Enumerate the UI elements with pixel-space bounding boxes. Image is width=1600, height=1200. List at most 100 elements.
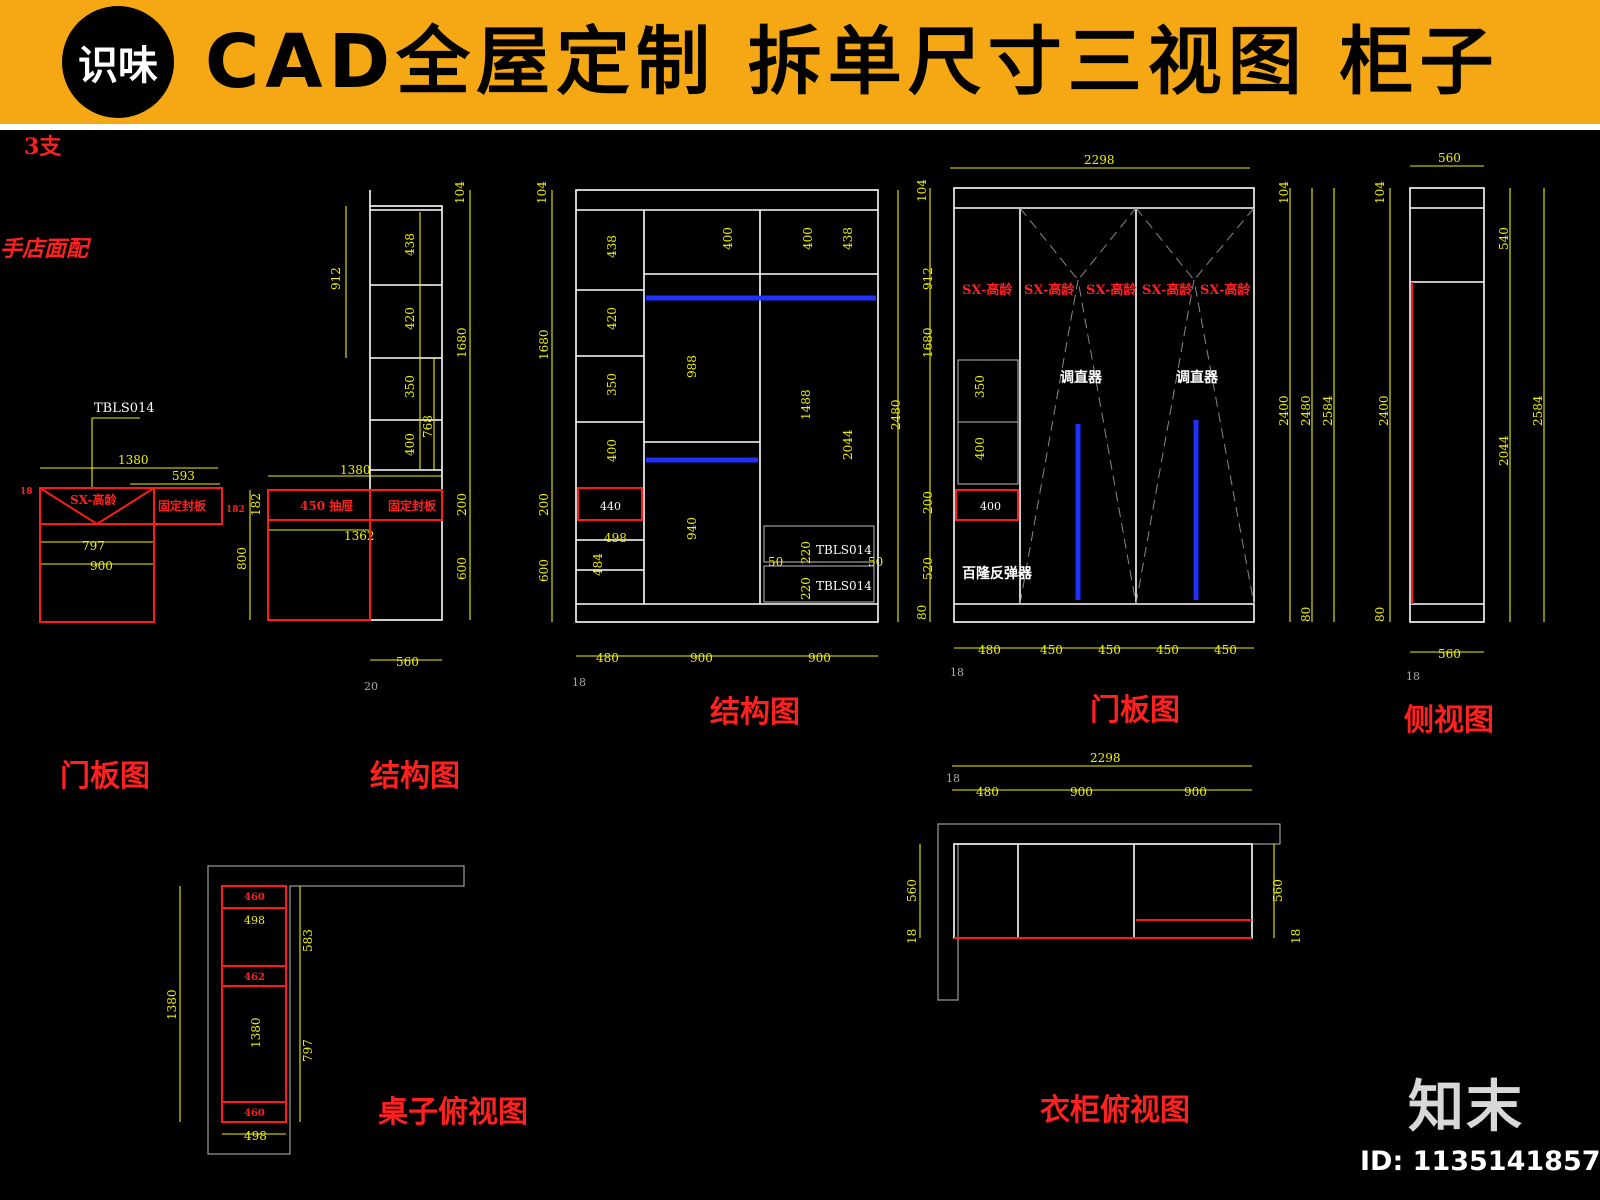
cad-drawing-canvas: .w { fill:none; stroke:#ffffff; stroke-w… bbox=[0, 134, 1545, 1155]
dim-18e: 18 bbox=[946, 772, 960, 785]
sx-label-3: SX-高龄 bbox=[1086, 282, 1137, 298]
title-banner bbox=[0, 0, 1600, 124]
dim-350c: 350 bbox=[973, 375, 987, 398]
dim-2298b: 2298 bbox=[1090, 751, 1121, 765]
desk-door-view: TBLS014 1380 593 SX-高龄 固定封板 18 182 797 9… bbox=[20, 401, 245, 623]
dim-560b: 560 bbox=[1438, 151, 1461, 165]
dim-1680a: 1680 bbox=[455, 327, 469, 358]
dim-438a: 438 bbox=[403, 233, 417, 256]
dim-1380c: 1380 bbox=[249, 1017, 263, 1048]
dim-80b: 80 bbox=[1299, 607, 1313, 622]
dim-1362: 1362 bbox=[344, 529, 375, 543]
dim-462: 462 bbox=[244, 972, 265, 983]
banner-divider bbox=[0, 124, 1600, 130]
dim-2480b: 2480 bbox=[1299, 395, 1313, 426]
dim-104b: 104 bbox=[535, 181, 549, 204]
dim-420a: 420 bbox=[403, 307, 417, 330]
dim-480a: 480 bbox=[596, 651, 619, 665]
dim-768: 768 bbox=[421, 415, 435, 438]
dim-220a: 220 bbox=[799, 541, 813, 564]
dim-80a: 80 bbox=[915, 605, 929, 620]
dim-600a: 600 bbox=[455, 557, 469, 580]
dim-480b: 480 bbox=[978, 643, 1001, 657]
dim-2298a: 2298 bbox=[1084, 153, 1115, 167]
desk-structure-view: 912 438 420 350 400 768 104 1680 200 600… bbox=[235, 181, 471, 693]
shop-note-label: 手店面配 bbox=[0, 236, 92, 262]
dim-797a: 797 bbox=[82, 539, 105, 553]
sx-label-desk: SX-高龄 bbox=[70, 492, 118, 507]
dim-450d: 450 bbox=[1214, 643, 1237, 657]
dim-200c: 200 bbox=[921, 491, 935, 514]
dim-912b: 912 bbox=[921, 267, 935, 290]
dim-498a: 498 bbox=[604, 531, 627, 545]
sx-label-5: SX-高龄 bbox=[1200, 282, 1251, 298]
dim-350a: 350 bbox=[403, 375, 417, 398]
caption-structure-main: 结构图 bbox=[710, 695, 800, 730]
dim-400f: 400 bbox=[973, 437, 987, 460]
dim-80c: 80 bbox=[1373, 607, 1387, 622]
dim-18g: 18 bbox=[1289, 929, 1303, 944]
dim-498b: 498 bbox=[244, 914, 265, 927]
dim-18a: 18 bbox=[20, 487, 33, 497]
fixed-panel-label: 固定封板 bbox=[158, 498, 207, 513]
dim-104e: 104 bbox=[1373, 181, 1387, 204]
dim-540: 540 bbox=[1497, 227, 1511, 250]
drawer-note: 450 抽屉 bbox=[300, 498, 353, 513]
caption-side: 侧视图 bbox=[1404, 703, 1494, 738]
dim-2584b: 2584 bbox=[1531, 395, 1545, 426]
dim-450a: 450 bbox=[1040, 643, 1063, 657]
image-id-watermark: ID: 1135141857 bbox=[1360, 1146, 1600, 1177]
dim-450b: 450 bbox=[1098, 643, 1121, 657]
caption-door-left: 门板图 bbox=[60, 759, 150, 794]
dim-220b: 220 bbox=[799, 577, 813, 600]
dim-484: 484 bbox=[591, 553, 605, 576]
dim-900d: 900 bbox=[1070, 785, 1093, 799]
sx-label-1: SX-高龄 bbox=[962, 282, 1013, 298]
caption-wardrobe-top: 衣柜俯视图 bbox=[1040, 1093, 1190, 1128]
dim-593: 593 bbox=[172, 469, 195, 483]
wardrobe-side-view: 560 104 2400 80 540 2044 2584 560 18 bbox=[1373, 151, 1545, 683]
dim-940: 940 bbox=[685, 517, 699, 540]
dim-2400a: 2400 bbox=[1277, 395, 1291, 426]
dim-400c: 400 bbox=[721, 227, 735, 250]
wardrobe-door-view: 2298 400 SX-高龄 SX-高龄 SX-高龄 SX-高龄 SX-高龄 调… bbox=[915, 153, 1335, 679]
dim-900b: 900 bbox=[690, 651, 713, 665]
damper-label-2: 调直器 bbox=[1176, 369, 1219, 386]
dim-797b: 797 bbox=[301, 1039, 315, 1062]
sx-label-4: SX-高龄 bbox=[1142, 282, 1193, 298]
dim-900e: 900 bbox=[1184, 785, 1207, 799]
dim-104a: 104 bbox=[453, 181, 467, 204]
dim-18b: 18 bbox=[572, 676, 586, 689]
fixed-panel-label-2: 固定封板 bbox=[388, 498, 437, 513]
dim-560a: 560 bbox=[396, 655, 419, 669]
dim-460b: 460 bbox=[244, 1108, 265, 1119]
caption-door-main: 门板图 bbox=[1090, 693, 1180, 728]
dim-400a: 400 bbox=[403, 433, 417, 456]
dim-18f: 18 bbox=[905, 929, 919, 944]
dim-200a: 200 bbox=[455, 493, 469, 516]
page-title: CAD全屋定制 拆单尺寸三视图 柜子 bbox=[205, 19, 1500, 105]
dim-1380b: 1380 bbox=[340, 463, 371, 477]
wardrobe-top-view: 2298 480 900 900 18 560 18 560 18 bbox=[905, 751, 1303, 1001]
caption-desk-top: 桌子俯视图 bbox=[378, 1095, 528, 1130]
dim-1380: 1380 bbox=[118, 453, 149, 467]
dim-438c: 438 bbox=[841, 227, 855, 250]
dim-182b: 182 bbox=[249, 493, 263, 516]
damper-label-1: 调直器 bbox=[1060, 369, 1103, 386]
dim-200b: 200 bbox=[537, 493, 551, 516]
dim-400d: 400 bbox=[801, 227, 815, 250]
dim-1680b: 1680 bbox=[537, 329, 551, 360]
dim-600b: 600 bbox=[537, 559, 551, 582]
dim-18c: 18 bbox=[950, 666, 964, 679]
sx-label-2: SX-高龄 bbox=[1024, 282, 1075, 298]
dim-104d: 104 bbox=[1277, 181, 1291, 204]
dim-350b: 350 bbox=[605, 373, 619, 396]
dim-1380d: 1380 bbox=[165, 989, 179, 1020]
dim-583: 583 bbox=[301, 929, 315, 952]
dim-440: 440 bbox=[600, 500, 621, 513]
rebounder-label: 百隆反弹器 bbox=[962, 565, 1033, 582]
dim-2480a: 2480 bbox=[889, 399, 903, 430]
brand-watermark: 知末 bbox=[1408, 1075, 1524, 1140]
logo-text: 识味 bbox=[78, 43, 158, 89]
dim-2044a: 2044 bbox=[841, 429, 855, 460]
